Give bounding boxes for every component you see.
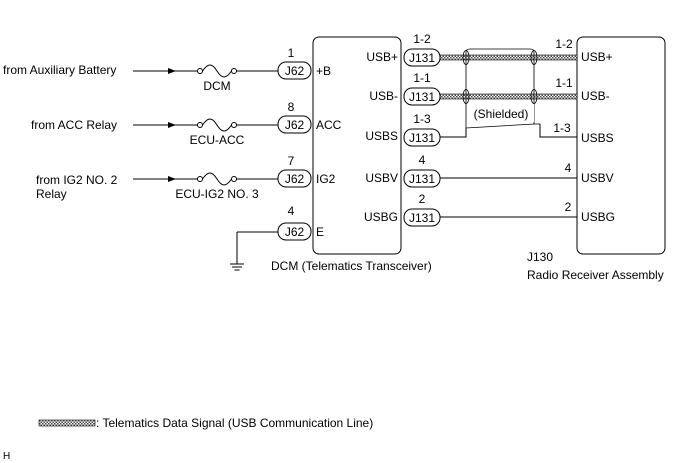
- dcm-left-pin: J62 8 ACC: [277, 100, 342, 134]
- pin-number: 1-3: [413, 112, 431, 126]
- fuse-icon: [197, 118, 237, 132]
- source-ig2-line2: Relay: [36, 187, 67, 201]
- dcm-right-pin-label: USB-: [369, 89, 398, 103]
- source-ig2-line1: from IG2 NO. 2: [36, 173, 118, 187]
- radio-pin-number: 1-1: [555, 76, 573, 90]
- pin-number: 8: [288, 100, 295, 114]
- pin-number: 4: [419, 153, 426, 167]
- dcm-title: DCM (Telematics Transceiver): [271, 259, 432, 273]
- dcm-right-pin-label: USBV: [365, 171, 398, 185]
- connector-j131: [403, 128, 441, 147]
- arrow-icon: [168, 68, 176, 74]
- connector-label: J131: [409, 90, 435, 104]
- connector-j62: [277, 61, 312, 80]
- dcm-box: [312, 36, 402, 255]
- connector-j131: [403, 208, 441, 227]
- radio-pin-number: 1-2: [555, 37, 573, 51]
- connector-j131: [403, 87, 441, 106]
- dcm-right-pin: J131 1-2: [403, 32, 441, 67]
- radio-pin-label: USBV: [581, 171, 614, 185]
- source-aux-battery: from Auxiliary Battery: [3, 63, 116, 77]
- dcm-right-pin-label: USB+: [366, 50, 398, 64]
- radio-receiver-box: [576, 36, 666, 255]
- dcm-right-pin: J131 1-3: [403, 112, 441, 147]
- pin-label: ACC: [316, 118, 342, 132]
- connector-label: J62: [285, 64, 305, 78]
- radio-pin-label: USB+: [581, 50, 613, 64]
- dcm-right-pin: J131 2: [403, 192, 441, 227]
- dcm-left-pin: J62 1 +B: [277, 46, 331, 80]
- connector-label: J131: [409, 51, 435, 65]
- source-acc-relay: from ACC Relay: [31, 118, 117, 132]
- shield-ring: [462, 50, 470, 65]
- legend-text: : Telematics Data Signal (USB Communicat…: [96, 416, 373, 430]
- pin-number: 1-1: [413, 71, 431, 85]
- connector-j131: [403, 169, 441, 188]
- radio-pin-number: 4: [565, 161, 572, 175]
- pin-number: 1-2: [413, 32, 431, 46]
- dcm-right-pin: J131 4: [403, 153, 441, 188]
- dcm-left-pin: J62 4 E: [277, 204, 324, 241]
- dcm-right-pin-label: USBG: [364, 210, 398, 224]
- connector-j62: [277, 222, 312, 241]
- legend-swatch: [38, 419, 96, 427]
- arrow-icon: [168, 122, 176, 128]
- connector-label: J131: [409, 172, 435, 186]
- connector-j62: [277, 169, 312, 188]
- radio-pin-label: USB-: [581, 89, 610, 103]
- dcm-left-pin: J62 7 IG2: [277, 154, 336, 188]
- connector-label: J131: [409, 211, 435, 225]
- radio-title: Radio Receiver Assembly: [527, 268, 664, 282]
- shield-ring: [530, 50, 538, 65]
- connector-label: J62: [285, 172, 305, 186]
- pin-label: IG2: [316, 172, 336, 186]
- dcm-right-pin: J131 1-1: [403, 71, 441, 106]
- shield-ring: [462, 89, 470, 104]
- fuse-label-dcm: DCM: [203, 79, 230, 93]
- radio-pin-label: USBG: [581, 210, 615, 224]
- usb-plus-shielded-wire: [439, 54, 578, 61]
- connector-label: J62: [285, 225, 305, 239]
- radio-pin-number: 1-3: [553, 121, 571, 135]
- fuse-icon: [197, 64, 237, 78]
- connector-label: J131: [409, 131, 435, 145]
- radio-connector-label: J130: [527, 250, 553, 264]
- pin-number: 1: [288, 46, 295, 60]
- dcm-right-pin-label: USBS: [365, 129, 398, 143]
- pin-number: 2: [419, 192, 426, 206]
- connector-label: J62: [285, 118, 305, 132]
- fuse-icon: [197, 172, 237, 186]
- radio-pin-number: 2: [565, 200, 572, 214]
- connector-j62: [277, 115, 312, 134]
- usb-minus-shielded-wire: [439, 93, 578, 100]
- radio-pin-label: USBS: [581, 131, 614, 145]
- pin-label: E: [316, 225, 324, 239]
- connector-j131: [403, 48, 441, 67]
- fuse-label-ecu-acc: ECU-ACC: [190, 133, 245, 147]
- shielded-label-box: [470, 104, 534, 122]
- pin-label: +B: [316, 64, 331, 78]
- fuse-label-ecu-ig2: ECU-IG2 NO. 3: [175, 187, 259, 201]
- arrow-icon: [168, 176, 176, 182]
- shield-ring: [530, 89, 538, 104]
- corner-mark: H: [3, 451, 10, 462]
- shielded-label: (Shielded): [474, 107, 529, 121]
- pin-number: 7: [288, 154, 295, 168]
- ground-line: [230, 231, 278, 271]
- usb-wires: [440, 124, 577, 218]
- pin-number: 4: [288, 204, 295, 218]
